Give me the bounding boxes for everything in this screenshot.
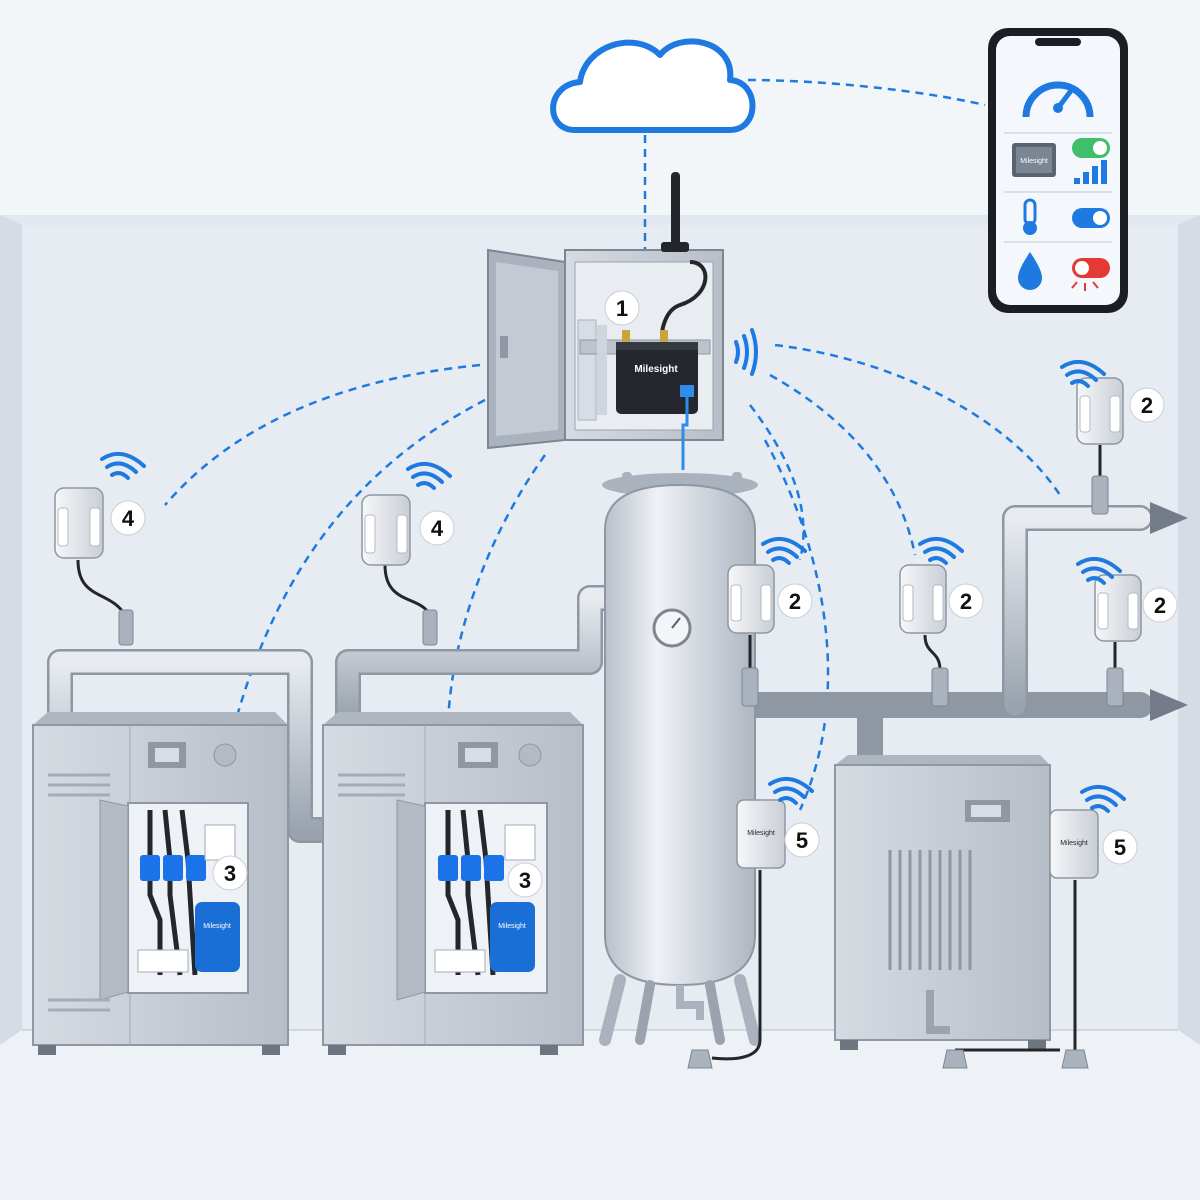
flow-arrows	[1150, 502, 1188, 721]
marker-3-compressor-1: 3	[212, 855, 248, 891]
marker-1-label: 1	[616, 296, 628, 321]
marker-2-outlet-upper: 2	[1129, 387, 1165, 423]
gateway-wifi-icon	[734, 328, 758, 376]
current-sensor-1-brand: Milesight	[203, 923, 231, 930]
link-gateway-tank-sensor	[749, 404, 805, 561]
wifi-icons	[100, 359, 1126, 813]
marker-3-label: 3	[519, 868, 531, 893]
marker-2-label: 2	[789, 589, 801, 614]
pressure-sensor-pipe	[899, 564, 949, 707]
signal-bars-icon	[1074, 160, 1107, 184]
leak-sensor-dryer: Milesight	[942, 809, 1099, 1069]
leak-toggle[interactable]	[1071, 258, 1110, 291]
gauge-icon	[1022, 81, 1094, 118]
leak-sensor-tank: Milesight	[687, 799, 786, 1069]
wifi-icon	[761, 536, 807, 565]
marker-4-compressor-1: 4	[110, 500, 146, 536]
pressure-sensor-outlet-lower	[1094, 574, 1142, 707]
cloud-icon	[550, 38, 756, 133]
marker-5-label: 5	[796, 828, 808, 853]
current-sensor-device: Milesight	[195, 902, 240, 972]
pressure-sensor-tank	[727, 564, 775, 707]
gateway-icon: Milesight	[1012, 143, 1056, 177]
marker-4-label: 4	[431, 516, 444, 541]
gateway-brand-label: Milesight	[634, 364, 678, 375]
tank-pressure-gauge	[652, 608, 692, 648]
wifi-icon	[918, 536, 964, 565]
gateway-toggle[interactable]	[1072, 138, 1110, 158]
compressor-1: Milesight	[32, 712, 289, 1055]
wifi-icon	[1080, 784, 1126, 813]
leak-sensor-1-brand: Milesight	[747, 830, 775, 837]
wifi-icon	[100, 451, 146, 480]
compressor-2: Milesight	[322, 712, 584, 1055]
link-cloud-phone	[747, 78, 986, 107]
marker-2-label: 2	[1141, 393, 1153, 418]
marker-1: 1	[604, 290, 640, 326]
marker-3-compressor-2: 3	[507, 862, 543, 898]
marker-5-dryer: 5	[1102, 829, 1138, 865]
temperature-toggle[interactable]	[1072, 208, 1110, 228]
antenna	[661, 172, 689, 252]
link-gateway-leak-sensor	[763, 439, 830, 811]
wifi-icon	[1060, 359, 1106, 388]
air-receiver-tank	[599, 472, 761, 1046]
thermometer-icon	[1023, 198, 1037, 235]
pressure-sensor-compressor-2	[361, 494, 438, 646]
wifi-icon	[768, 776, 814, 805]
data-links	[164, 78, 1062, 851]
marker-5-tank: 5	[784, 822, 820, 858]
marker-4-compressor-2: 4	[419, 510, 455, 546]
leak-sensor-2-brand: Milesight	[1060, 840, 1088, 847]
air-dryer	[834, 755, 1051, 1050]
water-drop-icon	[1018, 252, 1042, 290]
marker-5-label: 5	[1114, 835, 1126, 860]
phone-brand-label: Milesight	[1020, 158, 1048, 165]
gateway-device: Milesight	[616, 260, 708, 470]
link-gateway-compressor1-sensor	[164, 363, 481, 506]
link-gateway-compressor1-clamp	[208, 398, 486, 851]
current-clamps	[438, 855, 504, 881]
marker-2-label: 2	[960, 589, 972, 614]
current-clamps	[140, 855, 206, 881]
wifi-icon	[1076, 556, 1122, 585]
marker-2-label: 2	[1154, 593, 1166, 618]
marker-2-tank: 2	[777, 583, 813, 619]
phone-app[interactable]: Milesight	[988, 28, 1128, 313]
link-gateway-outlet-sensor	[774, 343, 1062, 496]
marker-3-label: 3	[224, 861, 236, 886]
pressure-sensor-outlet-upper	[1076, 377, 1124, 515]
pressure-sensor-compressor-1	[54, 487, 134, 646]
marker-2-pipe: 2	[948, 583, 984, 619]
current-sensor-device: Milesight	[490, 902, 535, 972]
marker-2-outlet-lower: 2	[1142, 587, 1178, 623]
dryer-vent-grille	[888, 850, 972, 970]
link-gateway-pipe-sensor	[769, 373, 917, 556]
current-sensor-2-brand: Milesight	[498, 923, 526, 930]
wifi-icon	[406, 461, 452, 490]
marker-4-label: 4	[122, 506, 135, 531]
